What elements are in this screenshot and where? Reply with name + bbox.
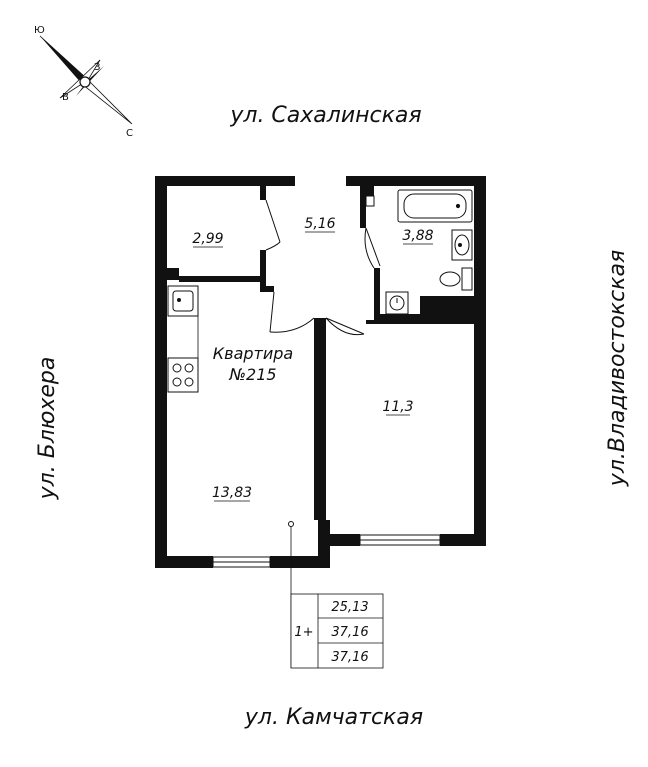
compass-rose: Ю З В С [34,25,133,139]
bathroom-sink [451,229,473,261]
door-storage [265,199,281,251]
window-kitchen [212,556,271,568]
door-bedroom [325,317,365,336]
bathtub [397,189,473,223]
compass-east-label: В [62,92,69,103]
door-kitchen [269,291,315,333]
street-left-label: ул. Блюхера [35,357,60,501]
area-summary-table: 1+ 25,13 37,16 37,16 [290,593,384,669]
total-area-value-2: 37,16 [331,650,368,665]
window-bedroom [359,534,441,546]
toilet [439,267,473,291]
room-area-hall: 5,16 [304,216,335,232]
compass-west-label: З [94,62,100,73]
washing-machine [385,291,409,315]
street-bottom-label: ул. Камчатская [244,705,423,730]
compass-south-label: Ю [34,25,45,36]
living-area-value: 25,13 [331,600,368,615]
room-area-bedroom: 11,3 [382,399,413,415]
room-area-storage: 2,99 [192,231,223,247]
total-area-value: 37,16 [331,625,368,640]
kitchen-stove [167,357,199,393]
room-area-bathroom: 3,88 [402,228,433,244]
compass-north-label: С [126,128,133,139]
bathroom-ventilation [365,195,375,207]
interior-walls [167,186,474,520]
apartment-number: №215 [228,365,276,384]
street-right-label: ул.Владивостокская [605,250,630,487]
street-top-label: ул. Сахалинская [229,103,421,128]
exterior-walls [155,176,486,568]
apartment-type: 1+ [294,625,313,640]
apartment-label: Квартира [213,344,293,363]
kitchen-sink [167,285,199,317]
door-bathroom [364,227,381,269]
room-area-kitchen-living: 13,83 [212,485,252,501]
